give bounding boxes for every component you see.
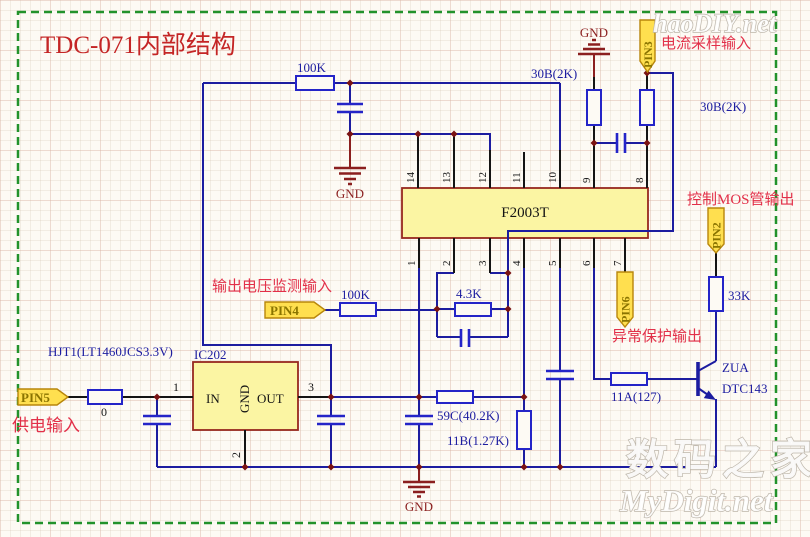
- ic-pin-number: 1: [406, 261, 418, 267]
- regulator-part-label: HJT1(LT1460JCS3.3V): [48, 344, 173, 359]
- resistor-30b-left: [586, 89, 602, 126]
- junction-dots: [153, 69, 651, 471]
- capacitor-input: [143, 414, 171, 426]
- port-pin3-label: PIN3: [641, 41, 655, 68]
- resistor-11b: [516, 410, 532, 450]
- ic-pin-numbers: 14 13 12 11 10 9 8 1 2 3 4 5 6 7: [405, 172, 646, 267]
- gnd-symbol-bottom: [403, 467, 435, 498]
- wires: [156, 72, 717, 468]
- resistor-100k-mid: [339, 302, 377, 317]
- label-30b-left: 30B(2K): [531, 66, 577, 81]
- ic-pin-number: 2: [441, 261, 453, 267]
- port-pin6-tag: [616, 271, 634, 329]
- ic-pin-number: 12: [477, 172, 489, 183]
- label-59c: 59C(40.2K): [437, 408, 499, 423]
- capacitor-pin8-9: [615, 133, 627, 153]
- caption-pin2: 控制MOS管输出: [687, 191, 795, 208]
- watermark-haodiy: haoDIY.net: [653, 9, 777, 38]
- regulator-out-label: OUT: [257, 391, 284, 406]
- caption-pin6: 异常保护输出: [612, 328, 702, 345]
- ic-pin-number: 14: [405, 172, 417, 184]
- gnd-symbol-top-right: [578, 38, 610, 77]
- label-zero: 0: [101, 405, 107, 419]
- ic-pin-number: 3: [477, 260, 489, 266]
- label-4k3: 4.3K: [456, 286, 482, 301]
- port-pin2-label: PIN2: [710, 222, 724, 249]
- resistor-33k: [708, 276, 724, 312]
- regulator-designator: IC202: [194, 347, 227, 362]
- label-33k: 33K: [728, 288, 751, 303]
- resistor-4k3: [454, 302, 492, 317]
- resistor-100k-top: [295, 75, 335, 91]
- watermark-mydigit-en: MyDigit.net: [619, 483, 774, 518]
- label-transistor-line2: DTC143: [722, 381, 768, 396]
- caption-pin3: 电流采样输入: [661, 35, 751, 52]
- ic-pin-number: 11: [511, 172, 523, 183]
- gnd-symbol-top-left: [334, 134, 366, 186]
- regulator-body: [192, 361, 299, 431]
- ic-pin-stubs: [68, 73, 717, 467]
- capacitor-reg-out: [317, 414, 345, 426]
- regulator-in-label: IN: [206, 391, 220, 406]
- capacitor-pin5: [546, 369, 574, 381]
- label-100k-mid: 100K: [341, 287, 371, 302]
- label-11a: 11A(127): [611, 389, 661, 404]
- ic-pin-number: 9: [581, 177, 593, 183]
- main-ic-name: F2003T: [501, 205, 549, 221]
- watermark-mydigit-cn: 数码之家: [626, 437, 810, 484]
- port-pin3-tag: [639, 19, 656, 74]
- port-pin5-tag: [17, 388, 70, 406]
- ports: PIN5 PIN4 PIN3 PIN2 PIN6: [17, 19, 725, 406]
- capacitor-4k3: [459, 329, 471, 347]
- emitter-arrow: [703, 390, 716, 400]
- gnd-label-top-left: GND: [336, 186, 364, 201]
- label-11b: 11B(1.27K): [447, 433, 509, 448]
- resistor-30b-right: [639, 89, 655, 126]
- capacitor-output: [405, 414, 433, 426]
- ic-pin-number: 5: [547, 260, 559, 266]
- ic-pin-number: 8: [634, 177, 646, 183]
- resistor-zero: [87, 389, 123, 405]
- ic-pin-number: 13: [441, 172, 453, 184]
- port-pin4-label: PIN4: [270, 303, 299, 318]
- gnd-label-top-right: GND: [580, 25, 608, 40]
- sheet-border: [16, 10, 778, 525]
- resistor-59c: [436, 390, 474, 404]
- caption-pin5: 供电输入: [12, 416, 80, 435]
- ic-pin-number: 4: [511, 260, 523, 266]
- ic-pin-number: 10: [547, 172, 559, 184]
- regulator-gnd-label: GND: [237, 385, 252, 413]
- gnd-label-bottom: GND: [405, 499, 433, 514]
- label-100k-top: 100K: [297, 60, 327, 75]
- port-pin6-label: PIN6: [619, 296, 633, 323]
- port-pin2-tag: [707, 207, 725, 255]
- ic-pin-number: 7: [612, 260, 624, 266]
- page-title: TDC-071内部结构: [40, 31, 236, 59]
- port-pin4-tag: [264, 301, 327, 319]
- capacitor-top-left: [337, 102, 363, 114]
- regulator-pin3-number: 3: [308, 380, 314, 394]
- resistors: [87, 75, 724, 450]
- label-transistor-line1: ZUA: [722, 360, 749, 375]
- caption-pin4: 输出电压监测输入: [212, 278, 332, 295]
- transistor-q1: [696, 360, 717, 400]
- port-pin5-label: PIN5: [21, 390, 50, 405]
- label-30b-right: 30B(2K): [700, 99, 746, 114]
- regulator-pin1-number: 1: [173, 380, 179, 394]
- ic-pin-number: 6: [581, 260, 593, 266]
- capacitors: [143, 102, 627, 426]
- resistor-11a: [610, 372, 648, 386]
- regulator-pin2-number: 2: [229, 452, 243, 458]
